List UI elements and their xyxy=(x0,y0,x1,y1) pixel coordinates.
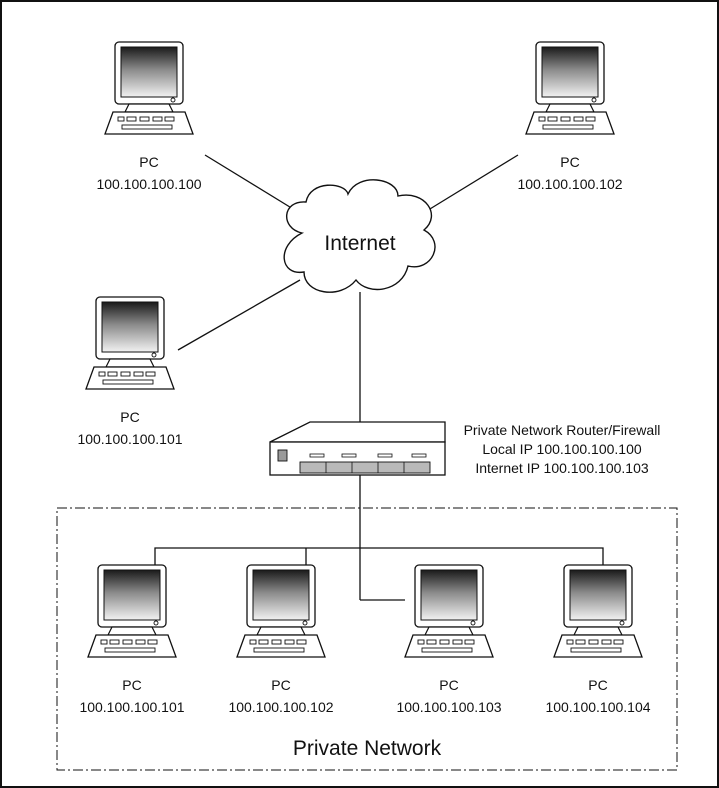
pc-name-label: PC xyxy=(271,677,290,693)
pc-private-104: PC 100.100.100.104 xyxy=(545,564,651,715)
pc-name-label: PC xyxy=(560,154,579,170)
router-port-panel xyxy=(299,461,431,474)
private-network-boundary xyxy=(56,507,678,771)
router-power-light xyxy=(277,449,288,462)
private-network-label: Private Network xyxy=(293,737,442,760)
pc-private-102: PC 100.100.100.102 xyxy=(228,564,334,715)
pc-name-label: PC xyxy=(139,154,158,170)
link-pc-102-to-internet xyxy=(424,154,519,213)
internet-cloud: Internet xyxy=(283,179,436,293)
internet-label: Internet xyxy=(324,232,395,255)
pc-ip-label: 100.100.100.103 xyxy=(396,699,501,715)
pc-ip-label: 100.100.100.102 xyxy=(517,176,622,192)
pc-name-label: PC xyxy=(439,677,458,693)
pc-name-label: PC xyxy=(588,677,607,693)
router-label-line-2: Local IP 100.100.100.100 xyxy=(482,441,642,457)
pc-name-label: PC xyxy=(120,409,139,425)
link-pc-100-to-internet xyxy=(204,154,299,213)
router-firewall: Private Network Router/Firewall Local IP… xyxy=(269,421,661,476)
pc-ip-label: 100.100.100.104 xyxy=(545,699,650,715)
pc-private-103: PC 100.100.100.103 xyxy=(396,564,502,715)
pc-internet-102: PC 100.100.100.102 xyxy=(517,41,623,192)
pc-ip-label: 100.100.100.100 xyxy=(96,176,201,192)
router-label-line-3: Internet IP 100.100.100.103 xyxy=(475,460,649,476)
pc-ip-label: 100.100.100.102 xyxy=(228,699,333,715)
pc-name-label: PC xyxy=(122,677,141,693)
pc-internet-101: PC 100.100.100.101 xyxy=(77,296,183,447)
pc-private-101: PC 100.100.100.101 xyxy=(79,564,185,715)
router-label-line-1: Private Network Router/Firewall xyxy=(464,422,661,438)
pc-ip-label: 100.100.100.101 xyxy=(77,431,182,447)
connections xyxy=(154,154,604,601)
lan-bus xyxy=(154,547,604,565)
link-pc-101-to-internet xyxy=(177,279,301,351)
pc-ip-label: 100.100.100.101 xyxy=(79,699,184,715)
pc-internet-100: PC 100.100.100.100 xyxy=(96,41,202,192)
